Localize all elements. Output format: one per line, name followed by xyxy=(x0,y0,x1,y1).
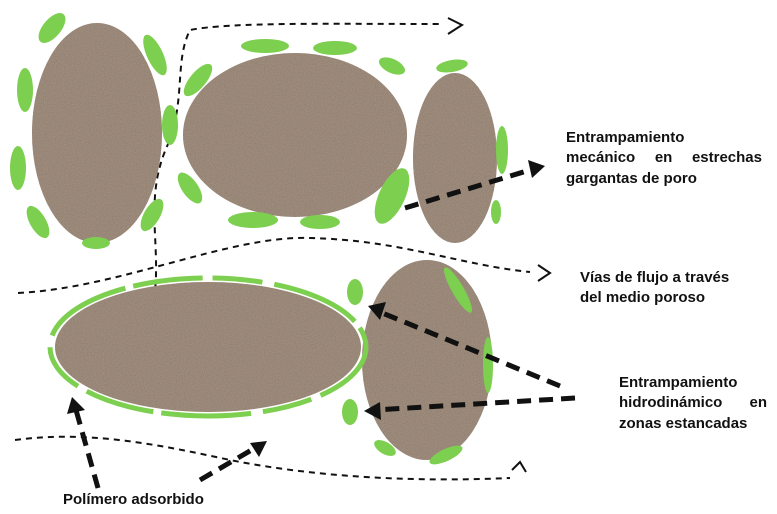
label-flow-line1: Vías de flujo a través xyxy=(580,268,729,288)
arrow-head-adsorbed-left xyxy=(67,397,85,414)
label-adsorbed-polymer: Polímero adsorbido xyxy=(63,490,204,510)
grain-bottom-left xyxy=(55,282,361,412)
polymer-patch xyxy=(483,337,493,393)
label-mechanical-line2: mecánico en estrechas xyxy=(566,148,762,168)
label-hydro-word-a: hidrodinámico xyxy=(619,393,722,413)
polymer-patch xyxy=(228,212,278,228)
polymer-patch xyxy=(82,237,110,249)
polymer-patch xyxy=(347,279,363,305)
polymer-patch xyxy=(496,126,508,174)
arrow-adsorbed-left xyxy=(76,410,98,488)
polymer-patch xyxy=(162,105,178,145)
label-mechanical-word-c: estrechas xyxy=(692,148,762,168)
flow-arrow-head-bottom xyxy=(512,462,526,472)
label-adsorbed-text: Polímero adsorbido xyxy=(63,490,204,510)
arrow-head-mechanical xyxy=(528,160,545,178)
label-mechanical-word-a: mecánico xyxy=(566,148,635,168)
label-hydro-line1: Entrampamiento xyxy=(619,373,767,393)
polymer-patch xyxy=(22,202,54,241)
grain-top-center xyxy=(183,53,407,217)
polymer-patch xyxy=(376,54,407,79)
label-hydro-line2: hidrodinámico en xyxy=(619,393,767,413)
polymer-patch xyxy=(435,57,469,74)
flow-arrow-head-middle xyxy=(538,265,550,281)
label-flow-line2: del medio poroso xyxy=(580,288,729,308)
label-mechanical-line3: gargantas de poro xyxy=(566,169,762,189)
polymer-patch xyxy=(300,215,340,229)
polymer-patch xyxy=(10,146,26,190)
grain-bottom-right xyxy=(362,260,492,460)
label-mechanical-trapping: Entrampamiento mecánico en estrechas gar… xyxy=(566,128,762,189)
polymer-patch xyxy=(313,41,357,55)
label-flow-paths: Vías de flujo a través del medio poroso xyxy=(580,268,729,309)
flow-arrow-head-top xyxy=(448,18,462,34)
polymer-patch xyxy=(17,68,33,112)
grain-top-right xyxy=(413,73,497,243)
polymer-patch xyxy=(342,399,358,425)
arrow-head-adsorbed-right xyxy=(250,441,267,457)
polymer-patch xyxy=(241,39,289,53)
grain-top-left xyxy=(32,23,162,243)
label-hydro-word-b: en xyxy=(749,393,767,413)
label-hydro-line3: zonas estancadas xyxy=(619,414,767,434)
label-mechanical-line1: Entrampamiento xyxy=(566,128,762,148)
label-hydrodynamic-trapping: Entrampamiento hidrodinámico en zonas es… xyxy=(619,373,767,434)
polymer-patch xyxy=(491,200,501,224)
label-mechanical-word-b: en xyxy=(655,148,673,168)
